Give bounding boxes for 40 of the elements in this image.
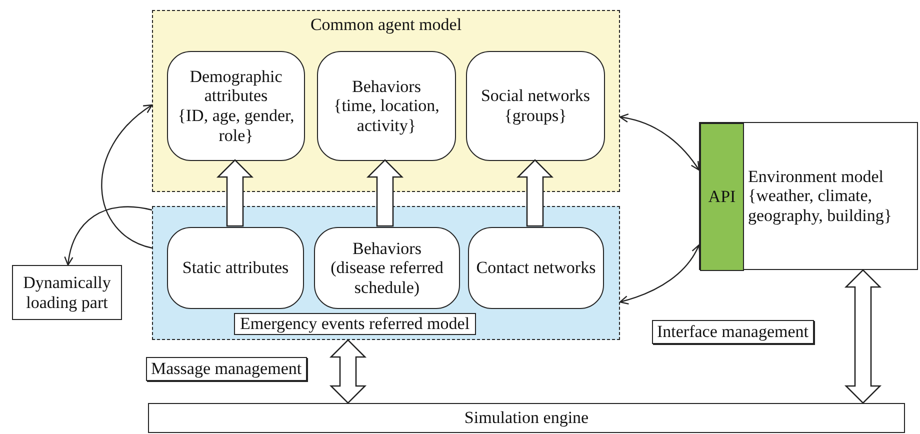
panel-title: Common agent model (310, 15, 462, 35)
model-panel (152, 206, 620, 340)
box-text: Contact networks (476, 258, 596, 278)
rounded-box (317, 51, 456, 161)
box-text: API (708, 187, 736, 207)
edge-label: Massage management (146, 357, 307, 382)
rounded-box (466, 51, 605, 161)
model-panel (152, 10, 620, 192)
block-arrow (844, 269, 882, 404)
block-arrow (366, 159, 404, 227)
process-box (12, 265, 122, 320)
curved-arrow (619, 114, 700, 171)
box-text: {groups} (504, 106, 567, 126)
box-text: {weather, climate, geography, building} (748, 186, 893, 226)
box-text: Dynamically loading part (22, 272, 112, 312)
curved-arrow (101, 104, 153, 249)
box-text: Static attributes (182, 258, 289, 278)
edge-label: Interface management (652, 320, 814, 344)
api-bar (700, 123, 744, 271)
curved-arrow (64, 206, 152, 266)
process-box (699, 122, 918, 270)
box-text: Simulation engine (464, 408, 589, 428)
block-arrow (516, 159, 554, 227)
rounded-box (314, 227, 460, 309)
curved-arrow (619, 244, 700, 304)
box-text: Behaviors (352, 76, 421, 96)
rounded-box (167, 227, 304, 309)
box-text: {time, location, activity} (332, 96, 440, 136)
block-arrow (216, 159, 254, 227)
box-text: (disease referred schedule) (330, 258, 444, 298)
box-text: Environment model (748, 166, 884, 186)
box-text: {ID, age, gender, role} (176, 106, 296, 146)
panel-title: Emergency events referred model (234, 313, 476, 335)
rounded-box (167, 51, 305, 161)
rounded-box (468, 227, 604, 309)
engine-bar (148, 403, 905, 433)
box-text: Social networks (480, 86, 590, 106)
box-text: Behaviors (352, 238, 422, 258)
box-text: Demographic attributes (188, 66, 284, 106)
block-arrow (329, 339, 367, 404)
